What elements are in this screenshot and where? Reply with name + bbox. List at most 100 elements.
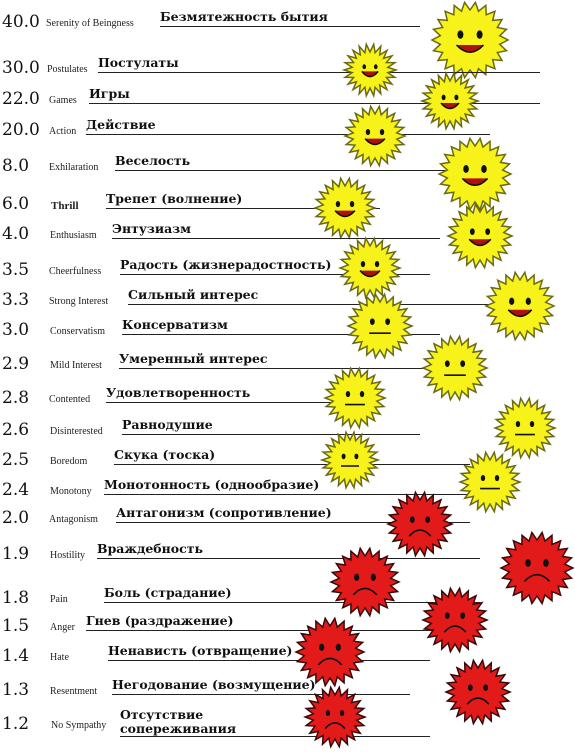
tone-name-english: Resentment [50,686,98,697]
tone-name-russian: Безмятежность бытия [160,9,328,24]
tone-name-russian: Сильный интерес [128,287,259,302]
tone-number: 2.8 [2,388,30,408]
red-sun-face-icon [386,490,454,563]
tone-number: 1.9 [2,544,30,564]
tone-underline [116,522,470,523]
tone-number: 30.0 [2,58,40,78]
tone-number: 3.3 [2,290,30,310]
tone-name-english: Conservatism [50,326,105,337]
tone-name-russian: Враждебность [97,541,203,556]
tone-name-russian: Ненависть (отвращение) [108,643,293,658]
tone-number: 1.8 [2,588,30,608]
tone-name-english: Monotony [50,486,92,497]
tone-underline [106,208,380,209]
tone-name-english: Antagonism [49,514,98,525]
tone-name-english: Strong Interest [49,296,109,307]
tone-number: 3.0 [2,320,30,340]
tone-name-russian: Равнодушие [122,417,213,432]
tone-level-row: 2.8 Contented Удовлетворенность [0,386,575,414]
tone-level-row: 1.4 Hate Ненависть (отвращение) [0,644,575,672]
tone-underline [122,434,420,435]
tone-number: 40.0 [2,12,40,32]
tone-number: 2.4 [2,480,30,500]
red-sun-face-icon [302,685,368,754]
tone-level-row: 40.0 Serenity of Beingness Безмятежность б… [0,10,575,38]
tone-name-russian: Игры [89,86,130,101]
tone-name-english: Exhilaration [49,162,99,173]
red-sun-face-icon [329,546,401,623]
tone-name-english: Contented [49,394,91,405]
tone-name-english: Action [49,126,77,137]
tone-name-russian: Постулаты [98,55,179,70]
tone-name-russian: Боль (страдание) [104,585,232,600]
tone-level-row: 30.0 Postulates Постулаты [0,56,575,84]
tone-underline [119,368,450,369]
tone-name-english: No Sympathy [51,720,107,731]
tone-name-english: Hostility [50,550,86,561]
yellow-sun-face-icon [337,236,403,305]
tone-number: 20.0 [2,120,40,140]
tone-number: 2.9 [2,354,30,374]
tone-name-english: Disinterested [50,426,103,437]
yellow-sun-face-icon [419,71,481,136]
tone-underline [104,602,480,603]
tone-name-russian: Скука (тоска) [114,447,216,462]
tone-underline [97,558,480,559]
yellow-sun-face-icon [437,136,513,217]
tone-underline [86,134,490,135]
tone-name-russian: Удовлетворенность [106,385,251,400]
yellow-sun-face-icon [341,41,399,103]
red-sun-face-icon [421,586,489,659]
yellow-sun-face-icon [430,0,510,85]
tone-level-row: 3.3 Strong Interest Сильный интерес [0,288,575,316]
tone-underline [86,630,460,631]
tone-level-row: 1.9 Hostility Враждебность [0,542,575,570]
tone-underline [108,660,430,661]
tone-underline [104,494,470,495]
tone-underline [120,736,430,737]
tone-name-english: Anger [50,622,75,633]
tone-underline [115,170,460,171]
tone-name-english: Thrill [51,200,79,212]
yellow-sun-face-icon [457,450,523,519]
tone-name-english: Boredom [50,456,88,467]
tone-name-english: Cheerfulness [49,266,102,277]
tone-underline [98,72,540,73]
red-sun-face-icon [444,658,512,731]
tone-name-english: Serenity of Beingness [46,18,134,29]
tone-name-russian: Монотонность (однообразие) [104,477,320,492]
yellow-sun-face-icon [312,176,378,245]
tone-name-russian: Антагонизм (сопротивление) [116,505,332,520]
tone-level-row: 2.6 Disinterested Равнодушие [0,418,575,446]
tone-name-english: Postulates [47,64,88,75]
tone-number: 22.0 [2,89,40,109]
tone-name-english: Pain [50,594,68,605]
tone-number: 1.4 [2,646,30,666]
red-sun-face-icon [294,616,366,693]
tone-number: 1.2 [2,714,30,734]
tone-number: 1.5 [2,616,30,636]
tone-number: 6.0 [2,194,30,214]
tone-name-russian: Консерватизм [122,317,228,332]
yellow-sun-face-icon [322,366,388,435]
tone-name-russian: Трепет (волнение) [106,191,243,206]
tone-underline [106,402,350,403]
tone-underline [112,694,410,695]
tone-level-row: 6.0 Thrill Трепет (волнение) [0,192,575,220]
tone-underline [128,304,490,305]
yellow-sun-face-icon [484,270,556,347]
tone-number: 2.0 [2,508,30,528]
tone-level-row: 2.0 Antagonism Антагонизм (сопротивление) [0,506,575,534]
tone-name-russian: Веселость [115,153,191,168]
tone-number: 2.6 [2,420,30,440]
tone-number: 3.5 [2,260,30,280]
tone-name-english: Hate [50,652,69,663]
tone-number: 4.0 [2,224,30,244]
tone-name-russian: Негодование (возмущение) [112,677,316,692]
